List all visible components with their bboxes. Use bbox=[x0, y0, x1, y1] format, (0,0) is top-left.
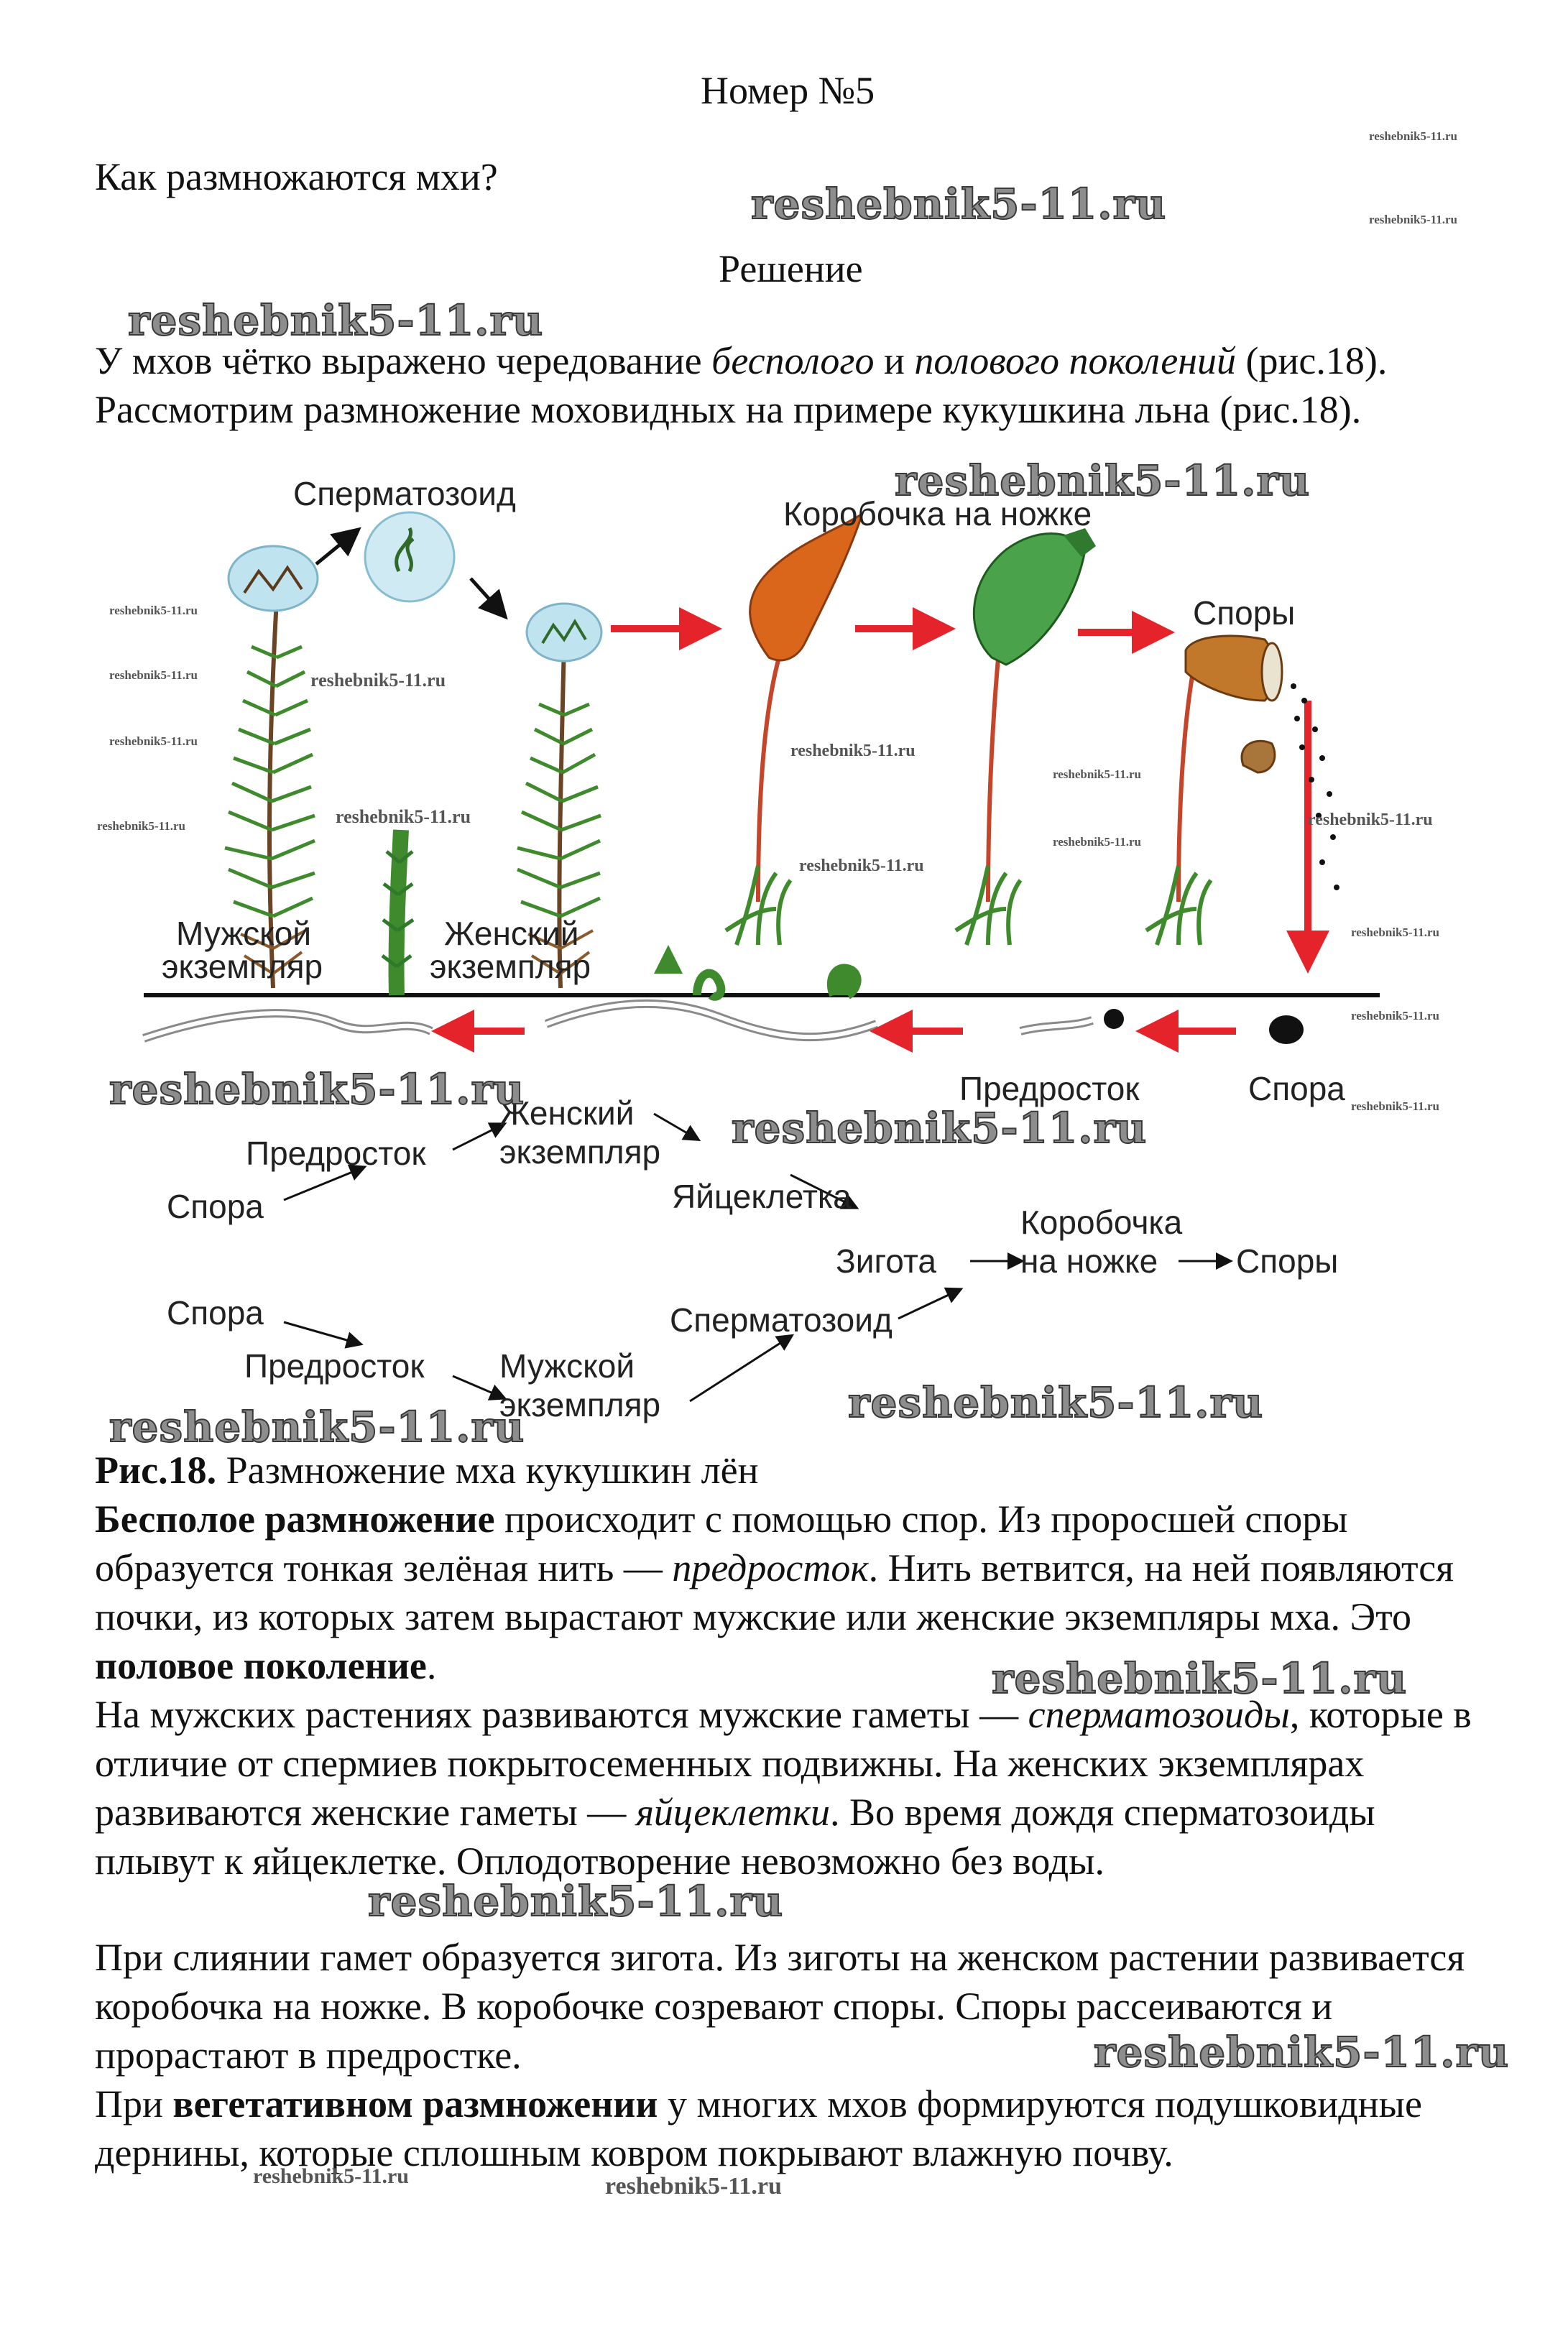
watermark: reshebnik5-11.ru bbox=[731, 1103, 1148, 1153]
female-moss-plant bbox=[517, 602, 603, 989]
label-spores: Споры bbox=[1193, 594, 1296, 632]
sporophyte-open bbox=[1145, 634, 1339, 946]
watermark: reshebnik5-11.ru bbox=[1053, 835, 1141, 849]
sporophyte-young bbox=[724, 511, 864, 946]
paragraph-gametes: На мужских растениях развиваются мужские… bbox=[95, 1693, 1472, 1883]
label-male-2: экземпляр bbox=[162, 948, 323, 985]
flow-female-2: экземпляр bbox=[499, 1133, 661, 1171]
flow-protonema-a: Предросток bbox=[246, 1135, 426, 1172]
flow-zygote: Зигота bbox=[836, 1242, 936, 1280]
sporophyte-capsule bbox=[954, 528, 1096, 946]
label-capsule-on-stalk: Коробочка на ножке bbox=[783, 495, 1092, 532]
watermark: reshebnik5-11.ru bbox=[1351, 1099, 1439, 1113]
watermark: reshebnik5-11.ru bbox=[1093, 2027, 1510, 2077]
question: Как размножаются мхи? bbox=[95, 155, 498, 198]
watermark: reshebnik5-11.ru bbox=[1369, 213, 1457, 226]
watermark: reshebnik5-11.ru bbox=[991, 1653, 1408, 1704]
label-male-1: Мужской bbox=[176, 915, 312, 952]
flow-capsule-2: на ножке bbox=[1020, 1242, 1158, 1280]
watermark: reshebnik5-11.ru bbox=[1351, 926, 1439, 939]
flow-capsule-1: Коробочка bbox=[1020, 1204, 1183, 1241]
flow-egg: Яйцеклетка bbox=[672, 1178, 852, 1215]
label-spermatozoid: Сперматозоид bbox=[293, 475, 516, 512]
watermark: reshebnik5-11.ru bbox=[253, 2164, 409, 2188]
flow-female-1: Женский bbox=[499, 1094, 635, 1132]
watermark: reshebnik5-11.ru bbox=[750, 179, 1167, 229]
watermark: reshebnik5-11.ru bbox=[1053, 767, 1141, 781]
figure-caption: Рис.18. Размножение мха кукушкин лён bbox=[95, 1449, 759, 1492]
watermark: reshebnik5-11.ru bbox=[97, 819, 185, 833]
flow-male-1: Мужской bbox=[499, 1347, 635, 1385]
watermark: reshebnik5-11.ru bbox=[336, 806, 471, 827]
flow-spore-b: Спора bbox=[167, 1294, 264, 1331]
watermark: reshebnik5-11.ru bbox=[799, 857, 924, 875]
watermark: reshebnik5-11.ru bbox=[1351, 1009, 1439, 1023]
watermark: reshebnik5-11.ru bbox=[109, 1064, 525, 1114]
flow-male-2: экземпляр bbox=[499, 1386, 661, 1423]
intro-paragraph: У мхов чётко выражено чередование беспол… bbox=[95, 339, 1388, 431]
moss-lifecycle-illustration bbox=[142, 511, 1380, 1053]
watermark: reshebnik5-11.ru bbox=[605, 2173, 782, 2200]
flow-spores: Споры bbox=[1236, 1242, 1339, 1280]
label-female-1: Женский bbox=[444, 915, 579, 952]
watermark: reshebnik5-11.ru bbox=[790, 742, 916, 760]
paragraph-vegetative: При вегетативном размножении у многих мх… bbox=[95, 2082, 1422, 2174]
spermatozoid-bubble bbox=[364, 511, 456, 603]
spore-dot bbox=[1269, 1015, 1304, 1044]
watermark: reshebnik5-11.ru bbox=[310, 670, 446, 691]
label-spore: Спора bbox=[1248, 1070, 1345, 1107]
flow-sperm: Сперматозоид bbox=[670, 1301, 893, 1339]
watermark: reshebnik5-11.ru bbox=[847, 1377, 1264, 1428]
flow-protonema-b: Предросток bbox=[244, 1347, 425, 1385]
watermark: reshebnik5-11.ru bbox=[1369, 129, 1457, 143]
male-moss-plant bbox=[224, 545, 319, 989]
watermark: reshebnik5-11.ru bbox=[894, 456, 1311, 506]
label-protonema: Предросток bbox=[959, 1070, 1140, 1107]
solution-heading: Решение bbox=[719, 247, 863, 290]
watermark: reshebnik5-11.ru bbox=[109, 668, 198, 682]
watermark: reshebnik5-11.ru bbox=[367, 1876, 784, 1926]
paragraph-asexual: Бесполое размножение происходит с помощь… bbox=[95, 1497, 1454, 1687]
flow-spore-a: Спора bbox=[167, 1188, 264, 1225]
paragraph-zygote: При слиянии гамет образуется зигота. Из … bbox=[95, 1936, 1465, 2077]
watermark: reshebnik5-11.ru bbox=[109, 604, 198, 617]
watermark: reshebnik5-11.ru bbox=[109, 1402, 525, 1452]
watermark: reshebnik5-11.ru bbox=[109, 734, 198, 748]
flow-arrows bbox=[283, 1112, 1233, 1403]
watermark: reshebnik5-11.ru bbox=[127, 295, 544, 346]
label-female-2: экземпляр bbox=[430, 948, 591, 985]
young-gametophyte bbox=[381, 829, 415, 996]
watermark: reshebnik5-11.ru bbox=[1308, 811, 1433, 829]
page-title: Номер №5 bbox=[701, 69, 875, 112]
